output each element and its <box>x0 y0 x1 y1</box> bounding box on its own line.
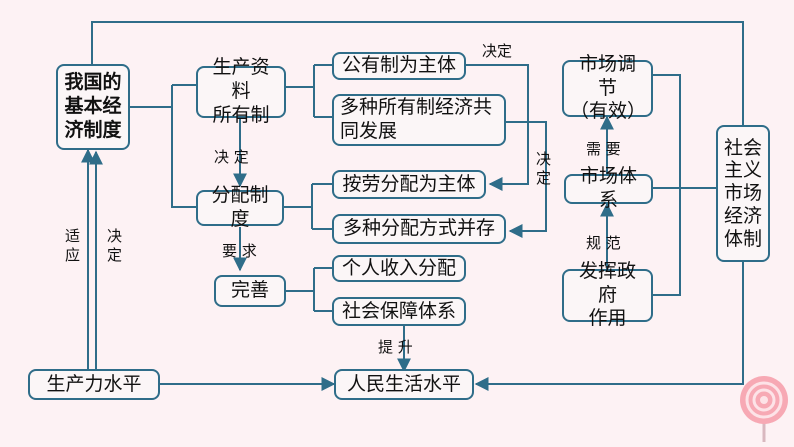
node-multi-distribution: 多种分配方式并存 <box>332 214 506 244</box>
label-decide-top: 决定 <box>482 42 513 60</box>
label-raise: 提 升 <box>378 338 413 356</box>
node-productivity: 生产力水平 <box>28 369 160 400</box>
label-regulate: 规 范 <box>586 234 621 252</box>
node-government-role: 发挥政府 作用 <box>562 260 653 329</box>
node-market-system: 市场体系 <box>564 165 653 211</box>
node-social-security-label: 社会保障体系 <box>341 299 456 322</box>
node-labor-main-label: 按劳分配为主体 <box>342 172 476 195</box>
node-market-regulation: 市场调节 （有效） <box>562 53 653 122</box>
node-productivity-label: 生产力水平 <box>46 372 142 395</box>
node-multi-ownership-label: 多种所有制经济共 同发展 <box>340 96 493 142</box>
label-decide-right: 决 定 <box>536 150 552 187</box>
label-require: 要 求 <box>222 242 257 260</box>
node-socialist-market-economy: 社会 主义 市场 经济 体制 <box>716 125 770 262</box>
node-public-main: 公有制为主体 <box>332 52 466 80</box>
arrow-market-living <box>474 262 744 391</box>
node-living-standard: 人民生活水平 <box>334 369 474 400</box>
node-distribution: 分配制度 <box>196 184 284 230</box>
arrow-multi-distribution <box>506 121 547 238</box>
node-improve: 完善 <box>214 275 286 307</box>
node-multi-distribution-label: 多种分配方式并存 <box>342 217 495 240</box>
arrow-public-labor <box>466 64 529 191</box>
label-adapt: 适应 <box>63 228 81 266</box>
node-distribution-label: 分配制度 <box>211 184 269 230</box>
node-market-system-label: 市场体系 <box>579 165 637 211</box>
node-market-regulation-label: 市场调节 （有效） <box>570 52 647 123</box>
node-personal-income: 个人收入分配 <box>332 255 466 282</box>
label-need: 需 要 <box>586 140 621 158</box>
node-basic-economic-system-label: 我国的 基本经 济制度 <box>64 71 122 141</box>
lollipop-decoration-icon <box>740 376 788 442</box>
node-government-role-label: 发挥政府 作用 <box>578 259 636 330</box>
label-decide-mid: 决 定 <box>214 148 249 166</box>
node-personal-income-label: 个人收入分配 <box>341 256 456 279</box>
node-public-main-label: 公有制为主体 <box>341 54 456 77</box>
node-improve-label: 完善 <box>230 279 269 302</box>
label-decide-left: 决定 <box>105 228 123 266</box>
node-ownership-label: 生产资料 所有制 <box>212 56 270 126</box>
bracket-right <box>653 74 681 296</box>
node-labor-main: 按劳分配为主体 <box>332 170 486 199</box>
node-multi-ownership: 多种所有制经济共 同发展 <box>332 94 506 146</box>
node-ownership: 生产资料 所有制 <box>196 56 286 126</box>
node-social-security: 社会保障体系 <box>332 297 466 326</box>
frame-line-top <box>91 21 744 125</box>
node-socialist-market-economy-label: 社会 主义 市场 经济 体制 <box>724 136 763 250</box>
link-basic-distribution <box>171 85 196 208</box>
node-basic-economic-system: 我国的 基本经 济制度 <box>56 64 130 150</box>
node-living-standard-label: 人民生活水平 <box>346 372 461 395</box>
